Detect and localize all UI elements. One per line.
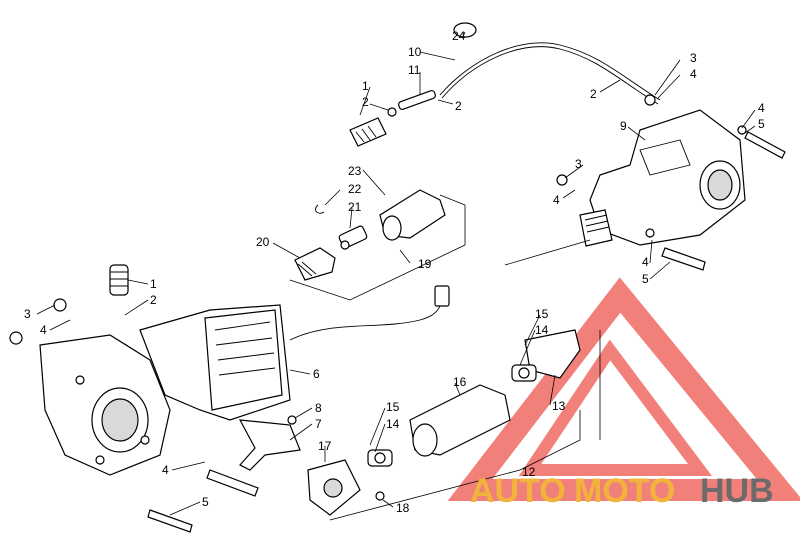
callout-5-right-a: 5	[758, 117, 765, 131]
callout-15-left: 15	[386, 400, 400, 414]
bolt-5-lower-right	[661, 247, 706, 271]
bolt-5-upper	[744, 131, 786, 159]
callout-13: 13	[552, 399, 566, 413]
bolt-5-lower-a	[206, 469, 259, 497]
callout-4-mid: 4	[553, 193, 560, 207]
watermark-brand-text: AUTO MOTO HUB	[470, 472, 774, 510]
group-line-12b	[504, 239, 601, 440]
u-joint-14-upper	[511, 364, 537, 382]
callout-17: 17	[318, 439, 332, 453]
callout-1-top: 1	[362, 79, 369, 93]
callout-14-right: 14	[535, 323, 549, 337]
callout-4-right-b: 4	[758, 101, 765, 115]
callout-3-left: 3	[24, 307, 31, 321]
u-joint-14-lower	[367, 449, 393, 467]
callout-3-mid: 3	[575, 157, 582, 171]
callout-18: 18	[396, 501, 410, 515]
bracket-7	[238, 419, 301, 471]
callout-4-bottom: 4	[162, 463, 169, 477]
u-joint-21	[338, 225, 368, 250]
callout-2-top-b: 2	[455, 99, 462, 113]
group-line-12	[329, 410, 581, 521]
boot-1-lower	[109, 264, 129, 296]
callout-2-top-a: 2	[362, 95, 369, 109]
callout-4-right-c: 4	[642, 255, 649, 269]
callout-3-right: 3	[690, 51, 697, 65]
callout-8: 8	[315, 401, 322, 415]
actuator-housing	[139, 304, 291, 421]
callout-5-bottom: 5	[202, 495, 209, 509]
clip-22	[315, 204, 325, 214]
callout-12: 12	[522, 465, 536, 479]
callout-4-right-a: 4	[690, 67, 697, 81]
yoke-20	[294, 247, 336, 281]
callout-23: 23	[348, 164, 362, 178]
callout-6: 6	[313, 367, 320, 381]
callout-10: 10	[408, 45, 422, 59]
pin-11-assembly	[387, 89, 436, 117]
callout-21: 21	[348, 200, 362, 214]
callout-16: 16	[453, 375, 467, 389]
nut-3-left-b	[9, 331, 23, 345]
callout-4-left: 4	[40, 323, 47, 337]
callout-22: 22	[348, 182, 362, 196]
front-gear-case	[39, 334, 171, 476]
drive-shaft-16	[409, 384, 511, 457]
brand-moto: MOTO	[574, 472, 675, 510]
rear-gear-case-9	[556, 94, 747, 247]
callout-1-left: 1	[150, 277, 157, 291]
leader-lines	[36, 31, 756, 516]
nut-3-left-a	[53, 298, 67, 312]
bolt-18	[375, 491, 385, 501]
clip-ring-24	[453, 22, 477, 38]
drive-shaft-yoke-23	[379, 189, 446, 241]
callout-14-left: 14	[386, 417, 400, 431]
callout-24: 24	[452, 29, 466, 43]
callout-11: 11	[408, 63, 421, 77]
flange-17	[307, 459, 361, 516]
bolt-5-lower-b	[147, 509, 193, 533]
bolt-8	[287, 415, 297, 425]
callout-2-right: 2	[590, 87, 597, 101]
wire-harness-6	[289, 285, 450, 341]
callout-labels: 24 10 11 1 2 2 2 3 4 9 4 5 3 4 4 5 23 22…	[24, 29, 765, 515]
callout-5-right-b: 5	[642, 272, 649, 286]
callout-15-right: 15	[535, 307, 549, 321]
callout-19: 19	[418, 257, 432, 271]
throttle-cable	[439, 42, 661, 105]
callout-20: 20	[256, 235, 270, 249]
brand-hub: HUB	[700, 472, 774, 510]
callout-2-left: 2	[150, 293, 157, 307]
watermark-logo	[447, 277, 800, 501]
boot-1-top	[349, 117, 387, 147]
callout-7: 7	[315, 417, 322, 431]
group-line-19	[289, 194, 466, 301]
brand-auto: AUTO	[470, 472, 566, 510]
callout-9: 9	[620, 119, 627, 133]
